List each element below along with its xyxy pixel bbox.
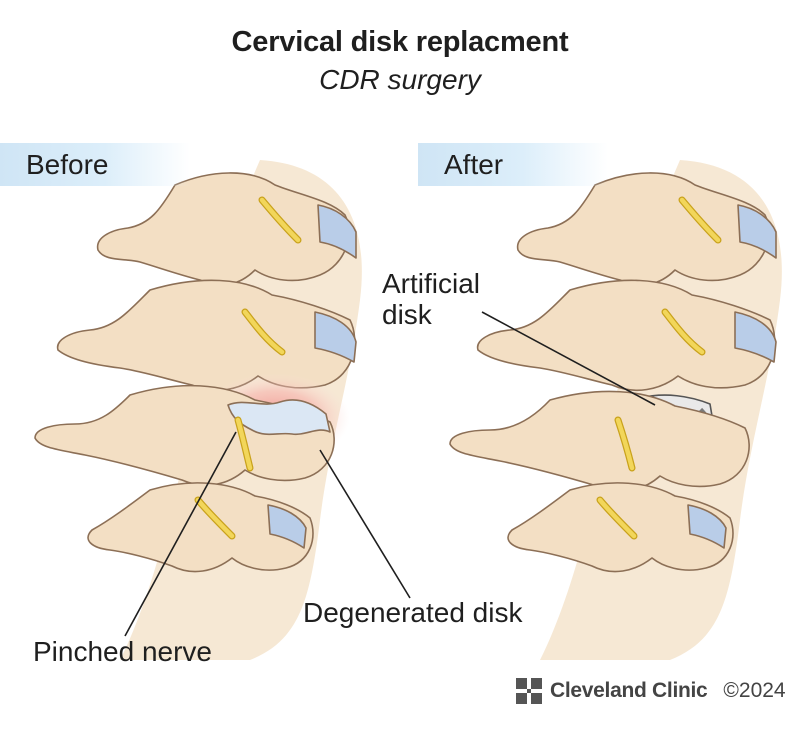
footer: Cleveland Clinic ©2024: [516, 675, 786, 707]
after-vertebra-1: [516, 172, 770, 286]
before-spine: [34, 160, 362, 660]
callout-artificial-disk: Artificial disk: [382, 268, 481, 330]
leader-line-pinched-nerve: [124, 431, 237, 637]
before-vertebra-4: [87, 482, 314, 573]
after-spine: [449, 160, 782, 660]
panel-label-after: After: [418, 143, 608, 186]
cleveland-clinic-logo-icon: [516, 678, 542, 704]
before-degenerated-disk: [227, 399, 331, 436]
leader-line-artificial-disk: [481, 311, 656, 406]
footer-brand: Cleveland Clinic: [550, 679, 708, 702]
page-subtitle: CDR surgery: [319, 64, 481, 95]
panel-label-before: Before: [0, 143, 190, 186]
callout-degenerated-disk: Degenerated disk: [303, 597, 523, 628]
leader-line-degenerated-disk: [319, 449, 411, 599]
before-disk-2: [314, 311, 357, 363]
before-disk-4: [267, 504, 307, 549]
page-title: Cervical disk replacment: [231, 26, 569, 58]
callout-pinched-nerve: Pinched nerve: [33, 636, 213, 667]
before-vertebra-1: [96, 172, 350, 286]
footer-copyright: ©2024: [723, 679, 786, 702]
before-disk-1: [317, 204, 357, 259]
after-vertebra-2: [476, 279, 776, 392]
